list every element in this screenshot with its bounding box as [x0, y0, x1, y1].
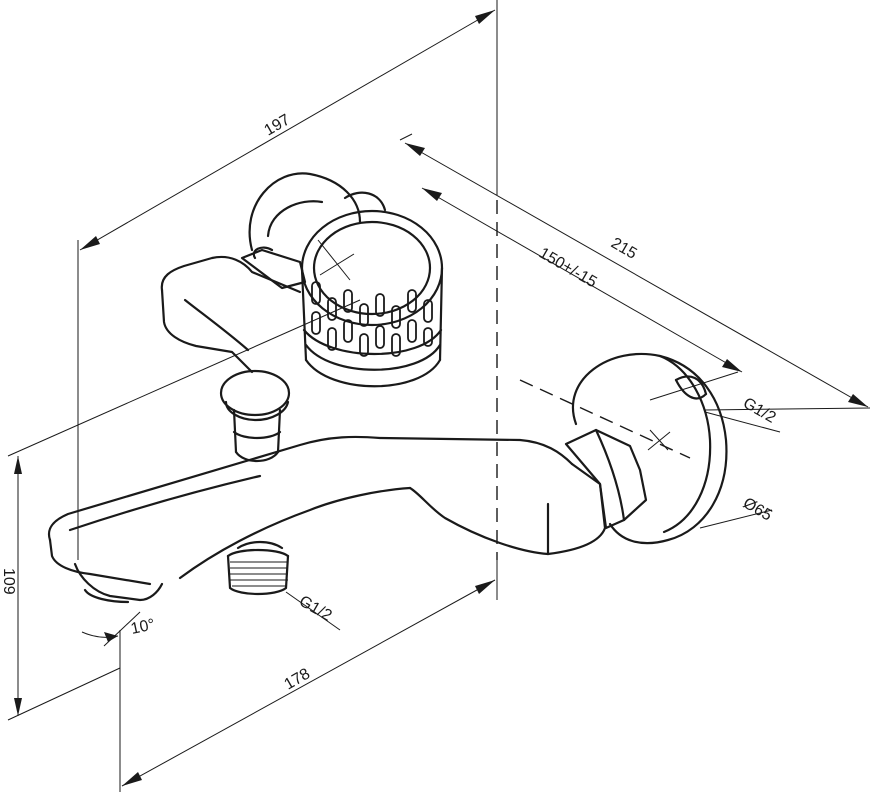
extension-lines: [7, 0, 871, 792]
label-109: 109: [0, 568, 17, 595]
label-angle: 10°: [129, 616, 156, 638]
handle-knurl-pattern: [311, 281, 433, 357]
label-197: 197: [262, 111, 294, 139]
dimension-178: [121, 579, 496, 787]
label-flange-diameter: Ø65: [740, 495, 775, 525]
right-wall-flange: [519, 352, 728, 545]
dimension-197: [79, 9, 496, 251]
leader-lines: [285, 411, 781, 631]
label-outlet-thread: G1/2: [296, 593, 335, 625]
label-inlet-thread: G1/2: [740, 395, 779, 427]
dimension-angle: [81, 611, 141, 647]
label-150: 150+/-15: [536, 245, 600, 292]
dimension-215: [404, 142, 869, 408]
dimension-109: [14, 456, 22, 716]
label-215: 215: [608, 235, 640, 263]
diverter-knob: [219, 369, 291, 463]
dimension-150: [421, 187, 743, 373]
bottom-outlet-thread: [226, 540, 290, 596]
mixer-handle: [300, 209, 444, 388]
